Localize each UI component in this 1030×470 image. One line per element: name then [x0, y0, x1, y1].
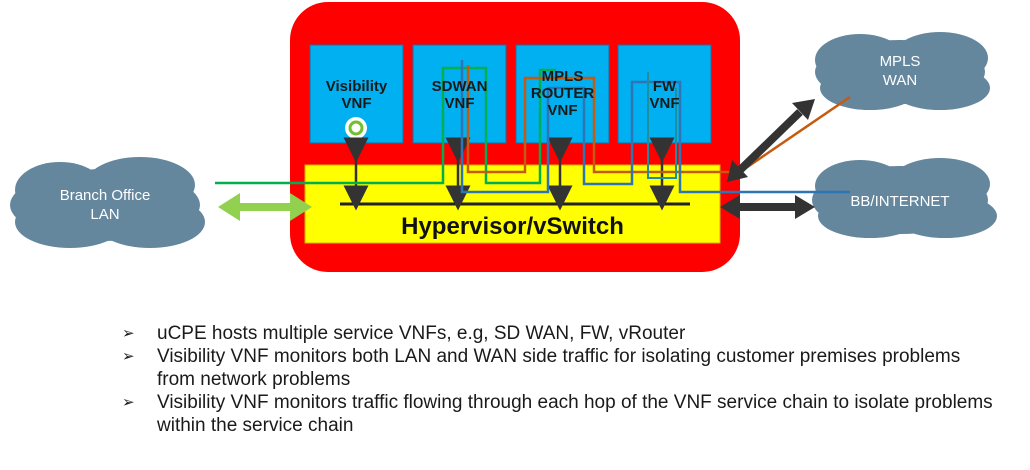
mpls-wan-cloud: [815, 32, 990, 110]
internet-label: BB/INTERNET: [850, 193, 950, 210]
vnf-vswitch-arrows: [343, 137, 675, 211]
sdwan-vnf-box: [412, 44, 507, 144]
bullet-item: ➢ Visibility VNF monitors both LAN and W…: [122, 346, 961, 390]
fw-vnf-label: FW VNF: [649, 78, 680, 112]
bullet-arrow-icon: ➢: [122, 325, 135, 342]
internet-cloud: [812, 158, 997, 238]
mpls-path-orange: [466, 65, 851, 174]
branch-office-label: Branch Office LAN: [59, 187, 151, 223]
sdwan-path-green: [215, 66, 556, 185]
bullet-arrow-icon: ➢: [122, 348, 135, 365]
branch-office-cloud: [10, 157, 205, 248]
visibility-vnf-label: Visibility VNF: [325, 78, 388, 112]
bullet-item: ➢ Visibility VNF monitors traffic flowin…: [122, 392, 993, 436]
bullet-item: ➢ uCPE hosts multiple service VNFs, e.g,…: [122, 323, 686, 344]
internet-path-teal: [647, 72, 677, 179]
probe-icon: [345, 117, 367, 139]
fw-vnf-box: [617, 44, 712, 144]
mpls-wan-label: MPLS WAN: [879, 53, 921, 89]
sdwan-vnf-label: SDWAN VNF: [431, 78, 488, 112]
wan-links: [720, 99, 815, 219]
hypervisor-label: Hypervisor/vSwitch: [401, 213, 624, 240]
bullet-arrow-icon: ➢: [122, 394, 135, 411]
bullet-list: ➢ uCPE hosts multiple service VNFs, e.g,…: [122, 322, 1002, 437]
internet-path-blue: [460, 60, 850, 194]
lan-link-arrow: [218, 193, 312, 221]
mpls-router-vnf-label: MPLS ROUTER VNF: [530, 68, 595, 119]
